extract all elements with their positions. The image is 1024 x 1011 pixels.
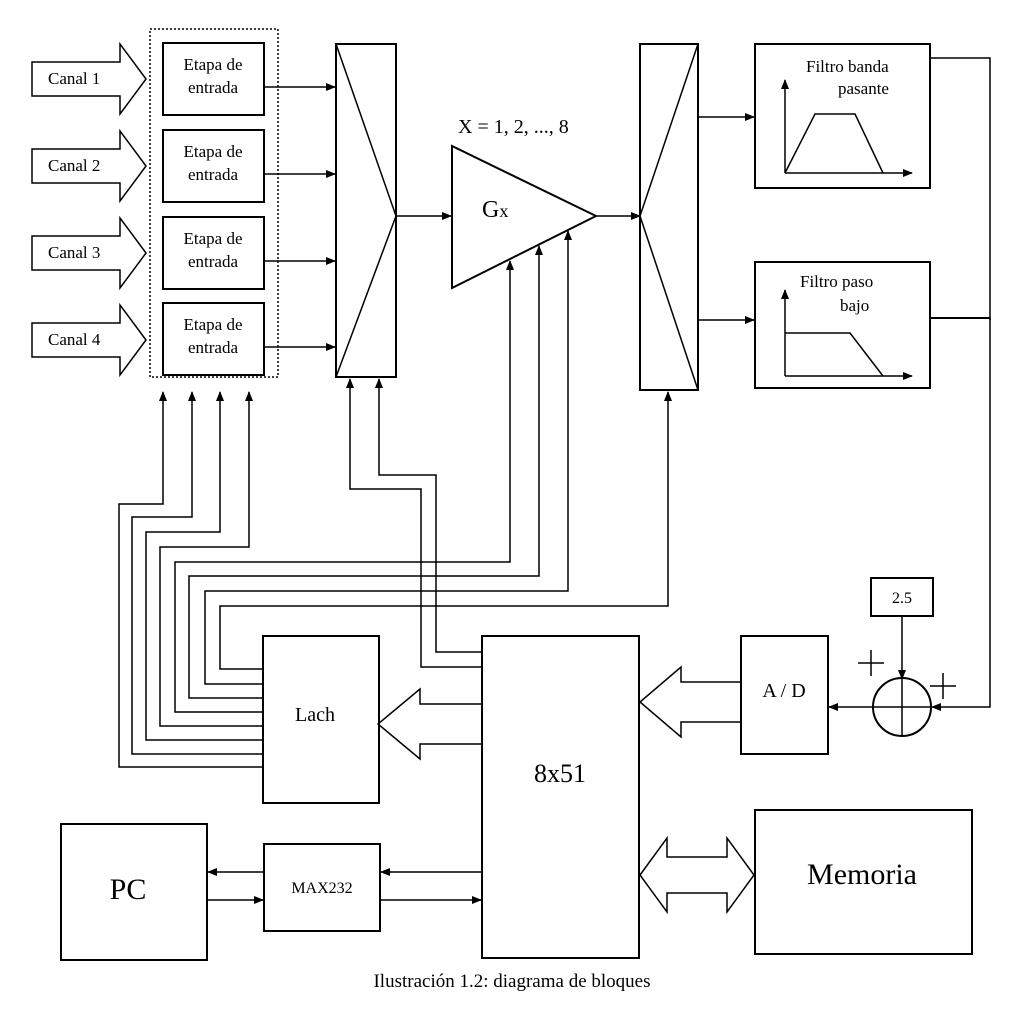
amp-label-sub: x xyxy=(499,201,508,221)
input-stage-2-line-2: entrada xyxy=(188,165,238,184)
latch-to-amp-gain-line-1 xyxy=(174,260,514,713)
mcu-label: 8x51 xyxy=(534,759,586,788)
adc-to-mcu-bus-arrow xyxy=(638,665,742,739)
channel-2-arrow: Canal 2 xyxy=(31,128,147,204)
lowpass-label-line-1: Filtro paso xyxy=(800,272,873,291)
input-stage-4-line-2: entrada xyxy=(188,338,238,357)
latch-to-amp-gain-line-3 xyxy=(204,230,572,685)
channel-3-arrow: Canal 3 xyxy=(31,215,147,291)
figure-caption: Ilustración 1.2: diagrama de bloques xyxy=(373,971,650,992)
channel-4-arrow: Canal 4 xyxy=(31,302,147,378)
demultiplexer xyxy=(639,43,699,391)
mcu-box: 8x51 xyxy=(481,635,640,959)
latch-to-stage-3-line xyxy=(145,391,263,741)
mcu-to-mux-select-line-2 xyxy=(375,378,482,653)
input-stage-1-line-2: entrada xyxy=(188,78,238,97)
svg-text:Gx: Gx xyxy=(482,197,508,223)
reference-box: 2.5 xyxy=(870,577,934,617)
latch-to-stage-4-line xyxy=(159,391,263,727)
input-stage-3: Etapa de entrada xyxy=(162,216,265,290)
bandpass-output-line xyxy=(930,57,991,320)
channel-2-label: Canal 2 xyxy=(48,156,100,175)
mcu-memory-bus-arrow xyxy=(639,835,755,915)
latch-box: Lach xyxy=(262,635,380,804)
pc-label: PC xyxy=(110,873,147,906)
mcu-to-latch-bus-arrow xyxy=(376,687,483,761)
bandpass-label-line-2: pasante xyxy=(838,79,889,98)
lowpass-label-line-2: bajo xyxy=(840,296,869,315)
bandpass-label-line-1: Filtro banda xyxy=(806,57,889,76)
input-stage-1-line-1: Etapa de xyxy=(184,55,243,74)
multiplexer xyxy=(335,43,397,378)
input-stage-2: Etapa de entrada xyxy=(162,129,265,203)
input-stage-4: Etapa de entrada xyxy=(162,302,265,376)
reference-label: 2.5 xyxy=(892,590,912,607)
filter-to-sum-arrow xyxy=(931,318,991,711)
summing-junction xyxy=(872,677,932,737)
pc-box: PC xyxy=(60,823,208,961)
adc-box: A / D xyxy=(740,635,829,755)
adc-label: A / D xyxy=(762,680,805,702)
max232-label: MAX232 xyxy=(291,880,352,897)
lowpass-filter: Filtro paso bajo xyxy=(754,261,931,389)
input-stage-group xyxy=(149,28,279,378)
input-stage-3-line-2: entrada xyxy=(188,252,238,271)
channel-1-label: Canal 1 xyxy=(48,69,100,88)
channel-1-arrow: Canal 1 xyxy=(31,41,147,117)
latch-to-stage-1-line xyxy=(118,391,263,768)
latch-to-demux-line xyxy=(219,391,672,670)
latch-to-amp-gain-line-2 xyxy=(188,245,543,699)
input-stage-3-line-1: Etapa de xyxy=(184,229,243,248)
memory-box: Memoria xyxy=(754,809,973,955)
amp-label-main: G xyxy=(482,197,499,223)
input-stage-1: Etapa de entrada xyxy=(162,42,265,116)
mcu-to-mux-select-line-1 xyxy=(346,378,482,668)
plus-sign-left xyxy=(858,650,884,676)
input-stage-2-line-1: Etapa de xyxy=(184,142,243,161)
memory-label: Memoria xyxy=(807,858,917,891)
latch-label: Lach xyxy=(295,704,335,726)
gain-range-label: X = 1, 2, ..., 8 xyxy=(458,116,569,138)
max232-box: MAX232 xyxy=(263,843,381,932)
plus-sign-right xyxy=(930,673,956,699)
gain-amplifier: Gx xyxy=(451,144,599,290)
input-stage-4-line-1: Etapa de xyxy=(184,315,243,334)
latch-to-stage-2-line xyxy=(131,391,263,755)
bandpass-filter: Filtro banda pasante xyxy=(754,43,931,189)
channel-4-label: Canal 4 xyxy=(48,330,101,349)
channel-3-label: Canal 3 xyxy=(48,243,100,262)
